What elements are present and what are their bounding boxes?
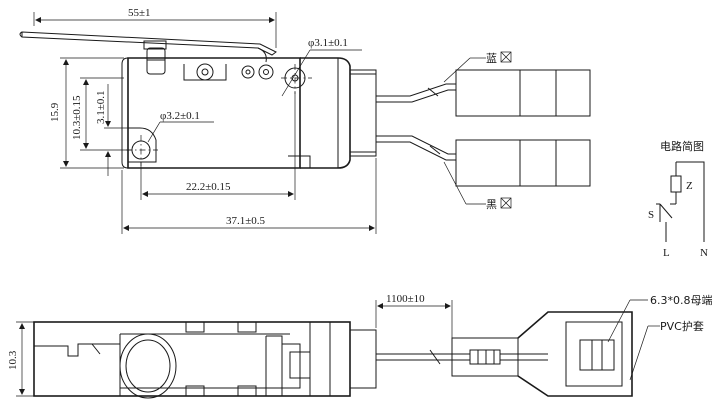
dim-thickness: 10.3 xyxy=(7,321,34,397)
label-s: S xyxy=(648,209,654,221)
label-sleeve: PVC护套 xyxy=(629,319,704,381)
dim-height: 15.9 xyxy=(49,57,124,169)
circuit-diagram: 电路简图 Z S L N xyxy=(648,139,708,259)
label-n: N xyxy=(700,247,708,259)
dim-thickness-text: 10.3 xyxy=(7,350,19,370)
connector-side xyxy=(451,311,633,397)
wire-black-text: 黑 xyxy=(486,198,497,211)
wire-side: 1100±10 xyxy=(375,293,470,365)
top-view: 55±1 xyxy=(19,7,591,234)
label-terminal: 6.3*0.8母端 xyxy=(607,294,713,343)
dim-lever-length: 55±1 xyxy=(33,7,277,48)
label-blue: 蓝 xyxy=(443,51,512,83)
circuit-title: 电路简图 xyxy=(660,139,704,153)
dim-wire-length-text: 1100±10 xyxy=(386,293,425,305)
dim-hole-distance: 22.2±0.15 xyxy=(140,92,296,200)
dim-hole-offset-text: 10.3±0.15 xyxy=(71,95,83,140)
lever-side xyxy=(33,343,120,396)
label-l: L xyxy=(663,247,670,259)
dim-height-text: 15.9 xyxy=(49,102,61,122)
label-black: 黑 xyxy=(443,161,512,211)
dim-pivot-hole-text: φ3.1±0.1 xyxy=(308,37,348,49)
bottom-view: 10.3 xyxy=(7,293,713,399)
lever-arm xyxy=(19,31,277,63)
label-z: Z xyxy=(686,180,693,192)
terminal-blue xyxy=(455,69,591,117)
terminal-text: 6.3*0.8母端 xyxy=(650,294,713,307)
switch-body xyxy=(121,47,377,169)
wires-top xyxy=(376,83,456,161)
dim-mount-hole-text: φ3.2±0.1 xyxy=(160,110,200,122)
dim-hole-offset: 10.3±0.15 xyxy=(71,77,132,151)
dim-body-length: 37.1±0.5 xyxy=(121,158,377,234)
terminal-black xyxy=(455,139,591,187)
dim-hole-distance-text: 22.2±0.15 xyxy=(186,181,231,193)
dim-lever-length-text: 55±1 xyxy=(128,7,151,19)
body-side xyxy=(33,321,377,399)
dim-hole-spacing-v-text: 3.1±0.1 xyxy=(95,90,107,124)
dim-mount-hole: φ3.2±0.1 xyxy=(147,110,214,143)
dim-pivot-hole: φ3.1±0.1 xyxy=(281,37,362,97)
wire-blue-text: 蓝 xyxy=(486,52,497,65)
dim-hole-spacing-v: 3.1±0.1 xyxy=(95,84,128,176)
dim-body-length-text: 37.1±0.5 xyxy=(226,215,266,227)
sleeve-text: PVC护套 xyxy=(660,319,704,333)
